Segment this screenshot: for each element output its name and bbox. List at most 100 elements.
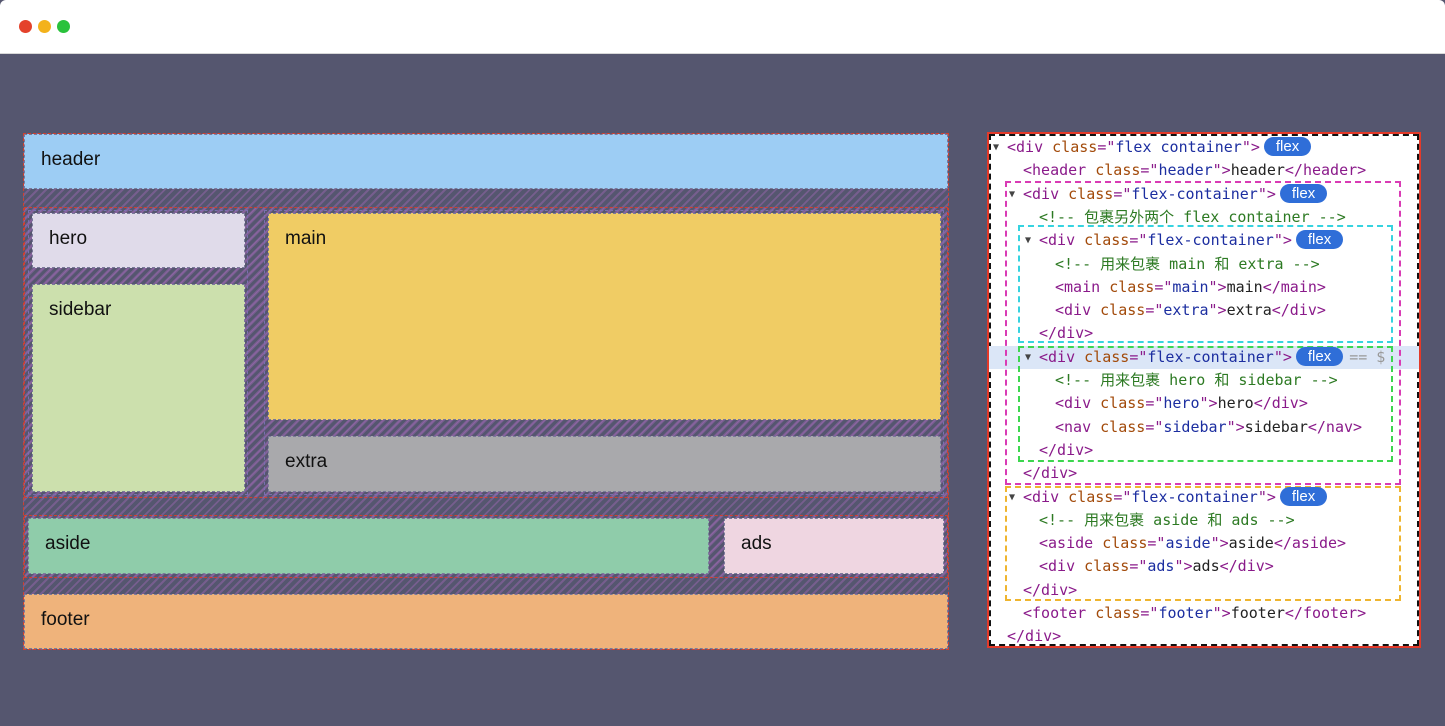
frame-main-extra (1018, 225, 1393, 343)
dom-node-line[interactable]: <main class="main">main</main> (1055, 276, 1326, 299)
code-token: "> (1273, 347, 1292, 366)
code-token: =" (1147, 534, 1166, 553)
code-token: </div> (1219, 557, 1274, 576)
expand-triangle-icon[interactable]: ▼ (1025, 235, 1032, 247)
code-token: </main> (1262, 277, 1326, 296)
ads-block: ads (724, 518, 944, 574)
code-token: </aside> (1273, 534, 1347, 553)
code-token: class (1100, 394, 1146, 413)
dom-node-line[interactable]: <!-- 包裹另外两个 flex container --> (1039, 206, 1346, 229)
code-token: <div (1055, 394, 1101, 413)
code-token: footer (1158, 604, 1213, 622)
dom-node-line[interactable]: </div> (1007, 625, 1062, 646)
expand-triangle-icon[interactable]: ▼ (1009, 188, 1016, 200)
dom-node-line[interactable]: <div class="extra">extra</div> (1055, 299, 1326, 322)
dom-node-line[interactable]: </div> (1039, 322, 1093, 345)
footer-block: footer (24, 594, 948, 649)
code-token: flex-container (1147, 347, 1274, 366)
window-titlebar (0, 0, 1445, 54)
code-token: <div (1007, 138, 1053, 156)
code-token: </footer> (1284, 604, 1367, 622)
expand-triangle-icon[interactable]: ▼ (1009, 491, 1016, 503)
code-token: <div (1023, 487, 1069, 506)
footer-label: footer (41, 609, 90, 630)
selected-node-suffix: == $ (1349, 347, 1386, 366)
close-window-button[interactable] (19, 20, 32, 33)
code-token: "> (1210, 534, 1229, 553)
code-token: class (1084, 347, 1130, 366)
dom-node-line[interactable]: </div> (1023, 579, 1077, 602)
code-token: =" (1113, 184, 1132, 203)
code-token: hero (1217, 394, 1254, 413)
dom-node-line[interactable]: <!-- 用来包裹 hero 和 sidebar --> (1055, 369, 1338, 392)
dom-node-line[interactable]: ▼<div class="flex-container">flex (1025, 229, 1344, 252)
flex-badge[interactable]: flex (1279, 183, 1328, 203)
code-token: "> (1199, 394, 1218, 413)
code-token: =" (1097, 138, 1116, 156)
code-token: "> (1208, 277, 1227, 296)
flex-badge[interactable]: flex (1295, 230, 1344, 250)
code-token: </header> (1284, 161, 1367, 180)
flex-container-hero-sidebar (28, 210, 248, 495)
expand-triangle-icon[interactable]: ▼ (993, 142, 1000, 153)
code-token: </div> (1023, 580, 1078, 599)
code-token: flex-container (1147, 231, 1274, 250)
code-token: <div (1039, 347, 1085, 366)
code-token: <header (1023, 161, 1096, 180)
code-token: =" (1113, 487, 1132, 506)
minimize-window-button[interactable] (38, 20, 51, 33)
code-token: <main (1055, 277, 1110, 296)
dom-node-line[interactable]: </div> (1039, 439, 1093, 462)
code-token: <div (1023, 184, 1069, 203)
frame-middle-container (1005, 181, 1401, 485)
code-token: ads (1147, 557, 1175, 576)
dom-node-line[interactable]: ▼<div class="flex-container">flex== $ (1025, 346, 1386, 369)
dom-node-line[interactable]: <div class="ads">ads</div> (1039, 555, 1274, 578)
aside-block: aside (28, 518, 709, 574)
ads-label: ads (741, 533, 772, 554)
dom-node-line[interactable]: ▼<div class="flex-container">flex (1009, 486, 1328, 509)
dom-node-line[interactable]: <footer class="footer">footer</footer> (1023, 602, 1366, 625)
code-token: aside (1165, 534, 1211, 553)
code-token: =" (1145, 301, 1164, 320)
code-token: class (1084, 231, 1130, 250)
dom-node-line[interactable]: <header class="header">header</header> (1023, 159, 1366, 182)
code-token: <div (1039, 557, 1085, 576)
code-token: =" (1145, 394, 1164, 413)
code-token: class (1084, 557, 1130, 576)
code-token: "> (1212, 161, 1231, 180)
code-token: <!-- 用来包裹 hero 和 sidebar --> (1055, 371, 1338, 389)
code-token: class (1095, 604, 1141, 622)
flex-badge[interactable]: flex (1263, 137, 1312, 156)
maximize-window-button[interactable] (57, 20, 70, 33)
dom-node-line[interactable]: <div class="hero">hero</div> (1055, 392, 1308, 415)
flex-badge[interactable]: flex (1279, 486, 1328, 506)
code-token: class (1100, 301, 1146, 320)
code-token: header (1230, 161, 1285, 180)
dom-node-line[interactable]: <aside class="aside">aside</aside> (1039, 532, 1346, 555)
code-token: =" (1129, 557, 1148, 576)
code-token: class (1102, 534, 1148, 553)
aside-label: aside (45, 533, 91, 554)
dom-node-line[interactable]: <!-- 用来包裹 main 和 extra --> (1055, 253, 1320, 276)
expand-triangle-icon[interactable]: ▼ (1025, 351, 1032, 363)
code-token: <!-- 用来包裹 aside 和 ads --> (1039, 510, 1295, 529)
main-block: main (268, 213, 941, 420)
code-token: flex container (1115, 138, 1242, 156)
main-label: main (285, 228, 327, 249)
code-token: extra (1163, 301, 1209, 320)
dom-node-line[interactable]: ▼<div class="flex-container">flex (1009, 183, 1328, 206)
dom-node-line[interactable]: <!-- 用来包裹 aside 和 ads --> (1039, 509, 1295, 532)
code-token: class (1095, 161, 1141, 180)
header-block: header (24, 134, 948, 189)
dom-node-line[interactable]: </div> (1023, 462, 1077, 485)
code-token: </div> (1039, 440, 1094, 459)
code-token: </nav> (1307, 417, 1363, 436)
code-token: </div> (1007, 627, 1062, 646)
dom-node-line[interactable]: ▼<div class="flex container">flex (993, 136, 1312, 159)
flex-badge[interactable]: flex (1295, 346, 1344, 366)
dom-node-line[interactable]: <nav class="sidebar">sidebar</nav> (1055, 416, 1362, 439)
code-token: =" (1140, 161, 1159, 180)
extra-block: extra (268, 436, 941, 492)
code-token: class (1100, 417, 1146, 436)
